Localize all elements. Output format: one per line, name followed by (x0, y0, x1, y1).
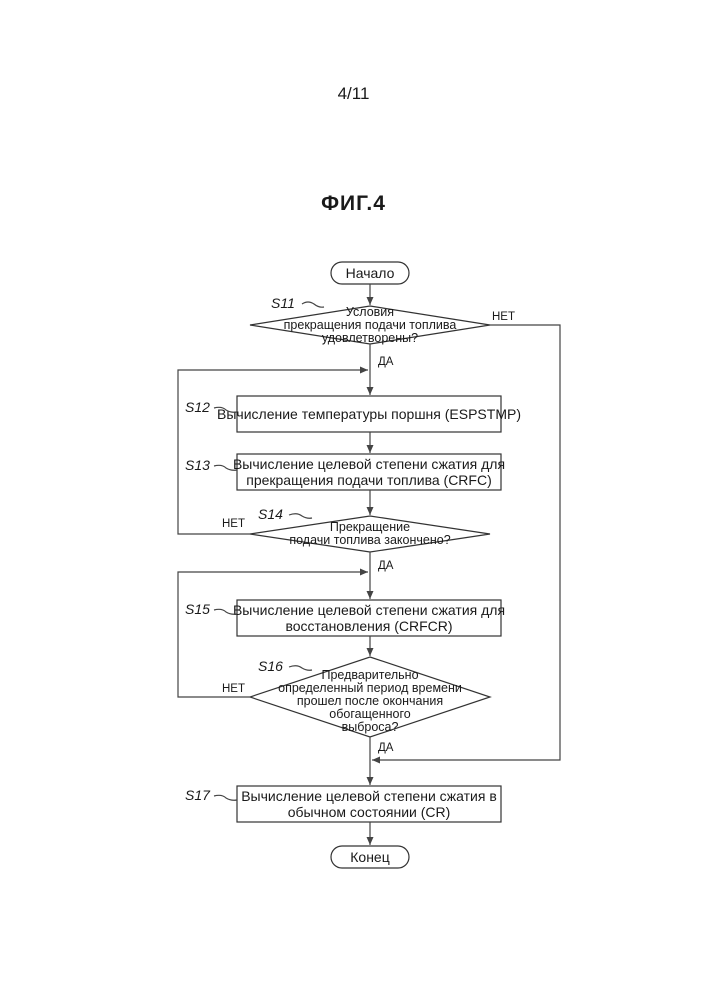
process-s15: Вычисление целевой степени сжатия для во… (233, 600, 505, 636)
s12-text: Вычисление температуры поршня (ESPSTMP) (217, 406, 521, 422)
s12-step-label: S12 (185, 399, 210, 415)
process-s12: Вычисление температуры поршня (ESPSTMP) (217, 396, 521, 432)
start-terminal: Начало (331, 262, 409, 284)
s13-line-2: прекращения подачи топлива (CRFC) (246, 472, 492, 488)
s14-yes-label: ДА (378, 560, 394, 572)
decision-s11: Условия прекращения подачи топлива удовл… (250, 305, 490, 345)
s14-step-label: S14 (258, 506, 283, 522)
s14-no-label: НЕТ (222, 518, 245, 530)
process-s13: Вычисление целевой степени сжатия для пр… (233, 454, 505, 490)
s11-line-2: прекращения подачи топлива (284, 318, 457, 332)
s11-leader (302, 302, 324, 307)
s15-line-1: Вычисление целевой степени сжатия для (233, 602, 505, 618)
s16-line-3: прошел после окончания (297, 694, 443, 708)
s16-line-2: определенный период времени (278, 681, 462, 695)
s16-step-label: S16 (258, 658, 283, 674)
s15-line-2: восстановления (CRFCR) (285, 618, 452, 634)
s17-step-label: S17 (185, 787, 211, 803)
s17-line-1: Вычисление целевой степени сжатия в (241, 788, 497, 804)
s14-line-1: Прекращение (330, 520, 410, 534)
s14-line-2: подачи топлива закончено? (289, 533, 450, 547)
s16-no-label: НЕТ (222, 683, 245, 695)
end-label: Конец (350, 849, 389, 865)
s11-line-3: удовлетворены? (322, 331, 418, 345)
s16-leader (289, 666, 312, 671)
s13-step-label: S13 (185, 457, 210, 473)
s15-step-label: S15 (185, 601, 210, 617)
decision-s14: Прекращение подачи топлива закончено? (250, 516, 490, 552)
s11-line-1: Условия (346, 305, 394, 319)
s16-line-4: обогащенного (329, 707, 410, 721)
s16-line-1: Предварительно (321, 668, 418, 682)
end-terminal: Конец (331, 846, 409, 868)
decision-s16: Предварительно определенный период време… (250, 657, 490, 737)
s16-yes-label: ДА (378, 742, 394, 754)
s11-no-label: НЕТ (492, 311, 515, 323)
s14-leader (289, 514, 312, 519)
start-label: Начало (346, 265, 395, 281)
s17-leader (214, 795, 237, 800)
s11-yes-label: ДА (378, 356, 394, 368)
s11-step-label: S11 (271, 295, 295, 311)
process-s17: Вычисление целевой степени сжатия в обыч… (237, 786, 501, 822)
s17-line-2: обычном состоянии (CR) (288, 804, 451, 820)
s13-line-1: Вычисление целевой степени сжатия для (233, 456, 505, 472)
s16-line-5: выброса? (342, 720, 399, 734)
